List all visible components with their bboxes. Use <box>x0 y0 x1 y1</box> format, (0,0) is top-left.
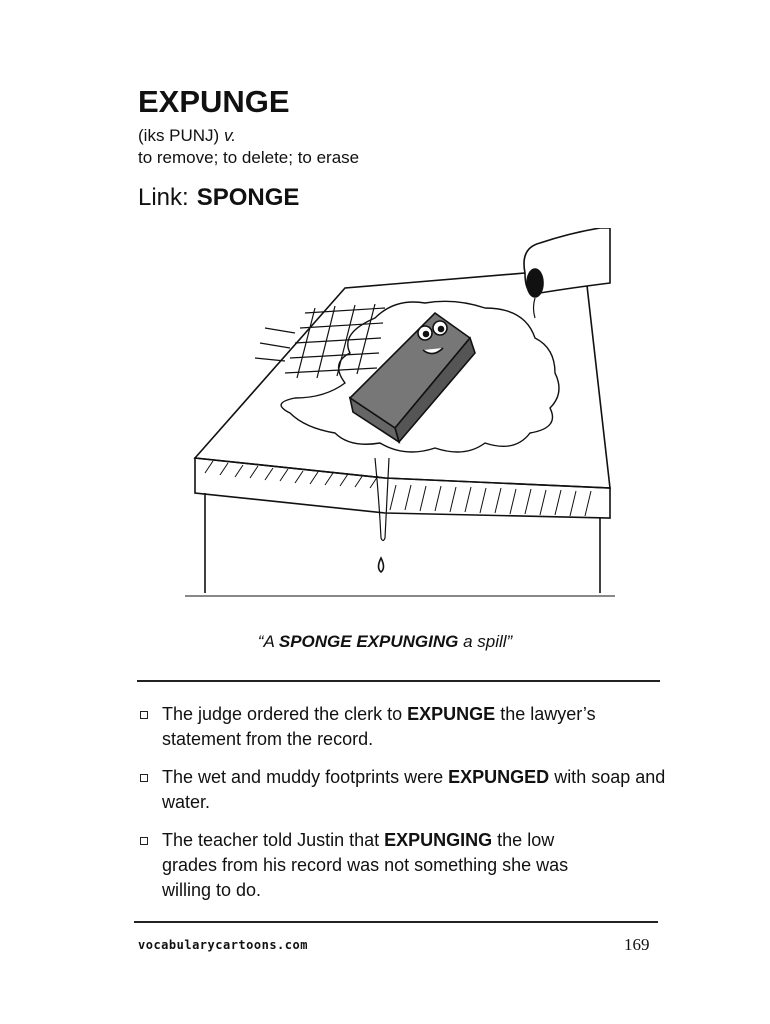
list-item: The teacher told Justin that EXPUNGING t… <box>138 828 668 903</box>
sponge-spill-cartoon-icon <box>185 228 615 597</box>
list-item: The wet and muddy footprints were EXPUNG… <box>138 765 668 815</box>
sentence-bold: EXPUNGED <box>448 767 550 787</box>
pronunciation-text: (iks PUNJ) <box>138 126 220 145</box>
list-item: The judge ordered the clerk to EXPUNGE t… <box>138 702 668 752</box>
checkbox-bullet-icon <box>140 774 148 782</box>
caption-bold: SPONGE EXPUNGING <box>278 632 459 651</box>
caption-close: a spill” <box>458 632 513 651</box>
sentence-text: The teacher told Justin that <box>162 830 385 850</box>
link-line: Link: SPONGE <box>138 184 299 212</box>
pronunciation: (iks PUNJ) v. <box>138 126 236 146</box>
cartoon-caption: “A SPONGE EXPUNGING a spill” <box>0 632 770 652</box>
sentence-bold: EXPUNGING <box>384 830 493 850</box>
sentence-text: The judge ordered the clerk to <box>162 704 408 724</box>
definition: to remove; to delete; to erase <box>138 148 360 167</box>
caption-open: “A <box>257 632 279 651</box>
entry-word: EXPUNGE <box>138 84 290 119</box>
link-label: Link: <box>138 184 189 211</box>
checkbox-bullet-icon <box>140 837 148 845</box>
checkbox-bullet-icon <box>140 711 148 719</box>
sentence-text: the low grades from his record was not s… <box>162 830 569 900</box>
footer-site: vocabularycartoons.com <box>138 938 308 952</box>
example-sentences: The judge ordered the clerk to EXPUNGE t… <box>138 702 668 916</box>
page-number: 169 <box>624 935 650 954</box>
sentence-text: the lawyer’s statement from the record. <box>162 704 596 749</box>
part-of-speech: v. <box>223 126 236 145</box>
sentence-text: with soap and water. <box>162 767 666 812</box>
divider-bottom <box>134 921 658 923</box>
link-word: SPONGE <box>196 184 300 211</box>
sentence-text: The wet and muddy footprints were <box>162 767 449 787</box>
sentence-bold: EXPUNGE <box>407 704 496 724</box>
divider-top <box>137 680 660 682</box>
